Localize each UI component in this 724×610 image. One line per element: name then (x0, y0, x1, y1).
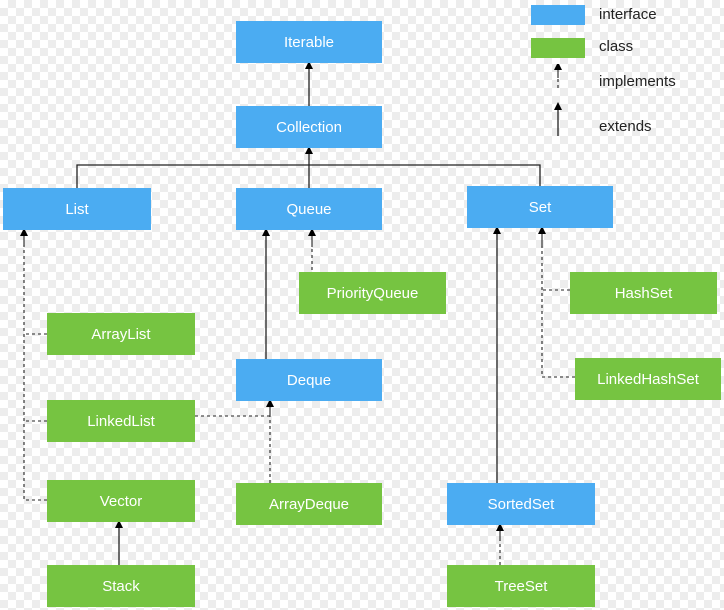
node-set: Set (467, 186, 613, 228)
node-deque: Deque (236, 359, 382, 401)
legend-interface-label: interface (599, 6, 657, 23)
legend-arrow-samples (554, 64, 562, 136)
node-hash-set: HashSet (570, 272, 717, 314)
legend-extends-label: extends (599, 118, 652, 135)
node-iterable: Iterable (236, 21, 382, 63)
legend-class-swatch (531, 38, 585, 58)
node-linked-list: LinkedList (47, 400, 195, 442)
edge-list-implementations (23, 245, 47, 501)
edge-subinterfaces-collection (76, 164, 541, 188)
edge-deque-implementations (195, 415, 271, 483)
node-linked-hash-set: LinkedHashSet (575, 358, 721, 400)
node-priority-queue: PriorityQueue (299, 272, 446, 314)
node-list: List (3, 188, 151, 230)
node-tree-set: TreeSet (447, 565, 595, 607)
legend-class-label: class (599, 38, 634, 55)
node-array-deque: ArrayDeque (236, 483, 382, 525)
node-array-list: ArrayList (47, 313, 195, 355)
node-sorted-set: SortedSet (447, 483, 595, 525)
legend-implements-label: implements (599, 73, 676, 90)
node-stack: Stack (47, 565, 195, 607)
node-queue: Queue (236, 188, 382, 230)
node-collection: Collection (236, 106, 382, 148)
node-vector: Vector (47, 480, 195, 522)
legend-interface-swatch (531, 5, 585, 25)
edge-set-implementations (541, 246, 575, 378)
